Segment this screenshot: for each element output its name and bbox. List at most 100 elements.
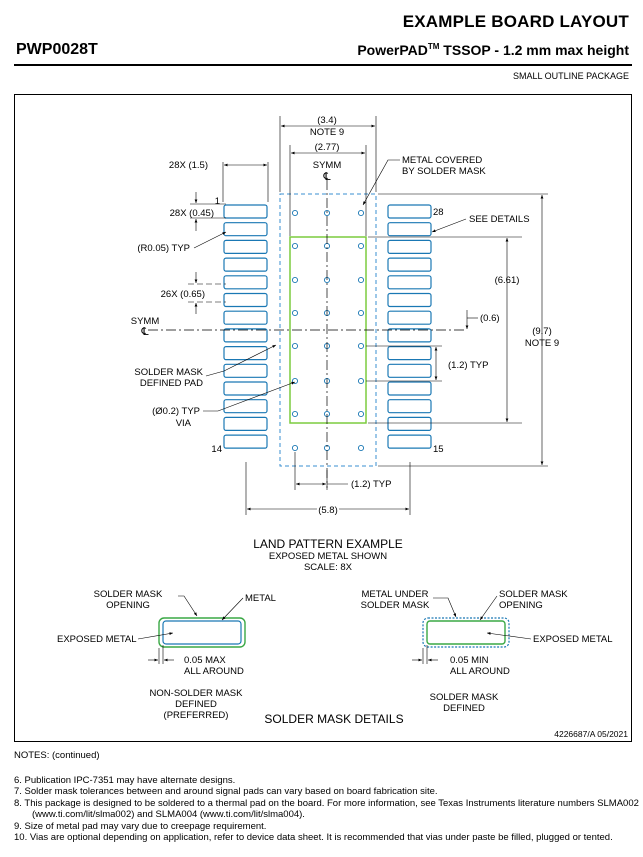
package-suffix: TSSOP - 1.2 mm max height bbox=[439, 42, 629, 58]
via bbox=[357, 342, 365, 350]
nsmd-max-2: ALL AROUND bbox=[184, 666, 244, 677]
pad-right-16 bbox=[387, 416, 432, 431]
package-prefix: PowerPAD bbox=[357, 42, 428, 58]
note-6: 6. Publication IPC-7351 may have alterna… bbox=[14, 774, 236, 786]
note-8: 8. This package is designed to be solder… bbox=[14, 797, 639, 821]
pad-right-28 bbox=[387, 204, 432, 219]
via bbox=[291, 444, 299, 452]
pad-left-2 bbox=[223, 222, 268, 237]
pin-1-label: 1 bbox=[215, 196, 220, 207]
via bbox=[357, 309, 365, 317]
smd-exposed: EXPOSED METAL bbox=[533, 634, 613, 645]
dim-1-2-typ-right: (1.2) TYP bbox=[448, 360, 488, 371]
dim-26x-0-65: 26X (0.65) bbox=[161, 289, 205, 300]
nsmd-max-1: 0.05 MAX bbox=[184, 655, 226, 666]
via-dim-1: (Ø0.2) TYP bbox=[152, 406, 200, 417]
nsmd-opening-2: OPENING bbox=[106, 600, 150, 611]
dim-6-61: (6.61) bbox=[495, 275, 520, 286]
pad-right-22 bbox=[387, 310, 432, 325]
pad-left-7 bbox=[223, 310, 268, 325]
via bbox=[357, 377, 365, 385]
smd-min-2: ALL AROUND bbox=[450, 666, 510, 677]
pad-left-4 bbox=[223, 257, 268, 272]
smd-under-2: SOLDER MASK bbox=[361, 600, 430, 611]
pad-left-11 bbox=[223, 381, 268, 396]
nsmd-exposed: EXPOSED METAL bbox=[57, 634, 137, 645]
pad-left-1 bbox=[223, 204, 268, 219]
pad-right-25 bbox=[387, 257, 432, 272]
page-title: EXAMPLE BOARD LAYOUT bbox=[402, 12, 629, 31]
pad-right-15 bbox=[387, 434, 432, 449]
via bbox=[357, 276, 365, 284]
smd-opening-1: SOLDER MASK bbox=[499, 589, 568, 600]
pad-left-14 bbox=[223, 434, 268, 449]
doc-id: 4226687/A 05/2021 bbox=[554, 729, 628, 739]
via bbox=[291, 342, 299, 350]
via-dim-3: VIA bbox=[176, 418, 192, 429]
notes: NOTES: (continued) 6. Publication IPC-73… bbox=[14, 750, 642, 844]
nsmd-metal-label: METAL bbox=[245, 593, 276, 604]
pad-right-26 bbox=[387, 239, 432, 254]
notes-heading: NOTES: (continued) bbox=[14, 750, 100, 761]
centerline-symbol-top: ℄ bbox=[322, 171, 330, 183]
dim-9-7: (9.7) bbox=[532, 326, 552, 337]
pad-left-5 bbox=[223, 275, 268, 290]
dim-r0-05: (R0.05) TYP bbox=[137, 243, 190, 254]
solder-mask-outline bbox=[279, 193, 377, 467]
nsmd-mask-opening bbox=[158, 617, 246, 648]
metal-covered-2: BY SOLDER MASK bbox=[402, 166, 486, 177]
package-description: PowerPADTM TSSOP - 1.2 mm max height bbox=[357, 42, 629, 58]
pad-right-17 bbox=[387, 399, 432, 414]
via bbox=[357, 410, 365, 418]
right-pad-row bbox=[387, 204, 432, 449]
smd-cap-2: DEFINED bbox=[443, 703, 485, 714]
smd-cap-1: SOLDER MASK bbox=[430, 692, 499, 703]
nsmd-cap-3: (PREFERRED) bbox=[164, 710, 229, 721]
dim-note9-top: NOTE 9 bbox=[310, 127, 344, 138]
pad-right-23 bbox=[387, 292, 432, 308]
land-pattern-title: LAND PATTERN EXAMPLE bbox=[253, 537, 403, 551]
drawing-frame bbox=[14, 94, 632, 742]
dim-5-8: (5.8) bbox=[318, 505, 338, 516]
centerline-symbol-left: ℄ bbox=[140, 326, 148, 338]
via bbox=[357, 444, 365, 452]
via bbox=[291, 410, 299, 418]
solder-mask-title: SOLDER MASK DETAILS bbox=[264, 712, 403, 726]
pad-left-10 bbox=[223, 363, 268, 378]
pad-right-21 bbox=[387, 328, 432, 343]
smd-opening-2: OPENING bbox=[499, 600, 543, 611]
smd-under-1: METAL UNDER bbox=[361, 589, 428, 600]
part-number: PWP0028T bbox=[16, 41, 98, 58]
dim-note9-right: NOTE 9 bbox=[525, 338, 559, 349]
nsmd-cap-2: DEFINED bbox=[175, 699, 217, 710]
pad-left-6 bbox=[223, 292, 268, 308]
symm-label-left: SYMM bbox=[131, 316, 160, 327]
see-details: SEE DETAILS bbox=[469, 214, 530, 225]
trademark: TM bbox=[427, 42, 440, 51]
pad-right-24 bbox=[387, 275, 432, 290]
via bbox=[291, 242, 299, 250]
smd-metal-under bbox=[422, 617, 510, 648]
nsmd-opening-1: SOLDER MASK bbox=[94, 589, 163, 600]
note-10: 10. Vias are optional depending on appli… bbox=[14, 832, 613, 843]
pad-left-8 bbox=[223, 328, 268, 343]
pin-28-label: 28 bbox=[433, 207, 444, 218]
via bbox=[323, 209, 331, 217]
note-9: 9. Size of metal pad may vary due to cre… bbox=[14, 820, 267, 832]
nsmd-cap-1: NON-SOLDER MASK bbox=[150, 688, 244, 699]
land-pattern-sub: EXPOSED METAL SHOWN bbox=[269, 551, 387, 562]
smd-pad-1: SOLDER MASK bbox=[134, 367, 203, 378]
via bbox=[357, 209, 365, 217]
via bbox=[291, 309, 299, 317]
pad-left-3 bbox=[223, 239, 268, 254]
via bbox=[357, 242, 365, 250]
metal-covered-1: METAL COVERED bbox=[402, 155, 482, 166]
pad-right-27 bbox=[387, 222, 432, 237]
smd-min-1: 0.05 MIN bbox=[450, 655, 489, 666]
pad-right-20 bbox=[387, 346, 432, 361]
smd-mask-opening bbox=[426, 620, 506, 645]
symm-label-top: SYMM bbox=[313, 160, 342, 171]
land-pattern-scale: SCALE: 8X bbox=[304, 562, 353, 573]
dim-28x-1-5: 28X (1.5) bbox=[169, 160, 208, 171]
pad-right-18 bbox=[387, 381, 432, 396]
